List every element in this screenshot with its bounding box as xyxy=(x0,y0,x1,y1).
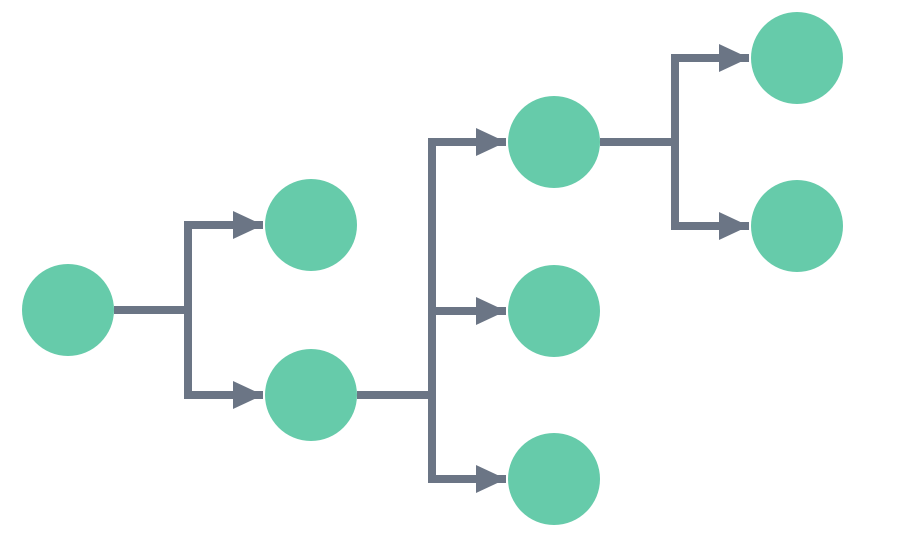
nodes xyxy=(22,12,843,525)
tree-node-n5 xyxy=(508,265,600,357)
tree-node-n6 xyxy=(508,433,600,525)
tree-node-n3 xyxy=(265,349,357,441)
tree-node-n7 xyxy=(751,12,843,104)
tree-node-n1 xyxy=(22,264,114,356)
connectors xyxy=(114,44,749,493)
tree-node-n4 xyxy=(508,96,600,188)
tree-node-n2 xyxy=(265,179,357,271)
tree-node-n8 xyxy=(751,180,843,272)
